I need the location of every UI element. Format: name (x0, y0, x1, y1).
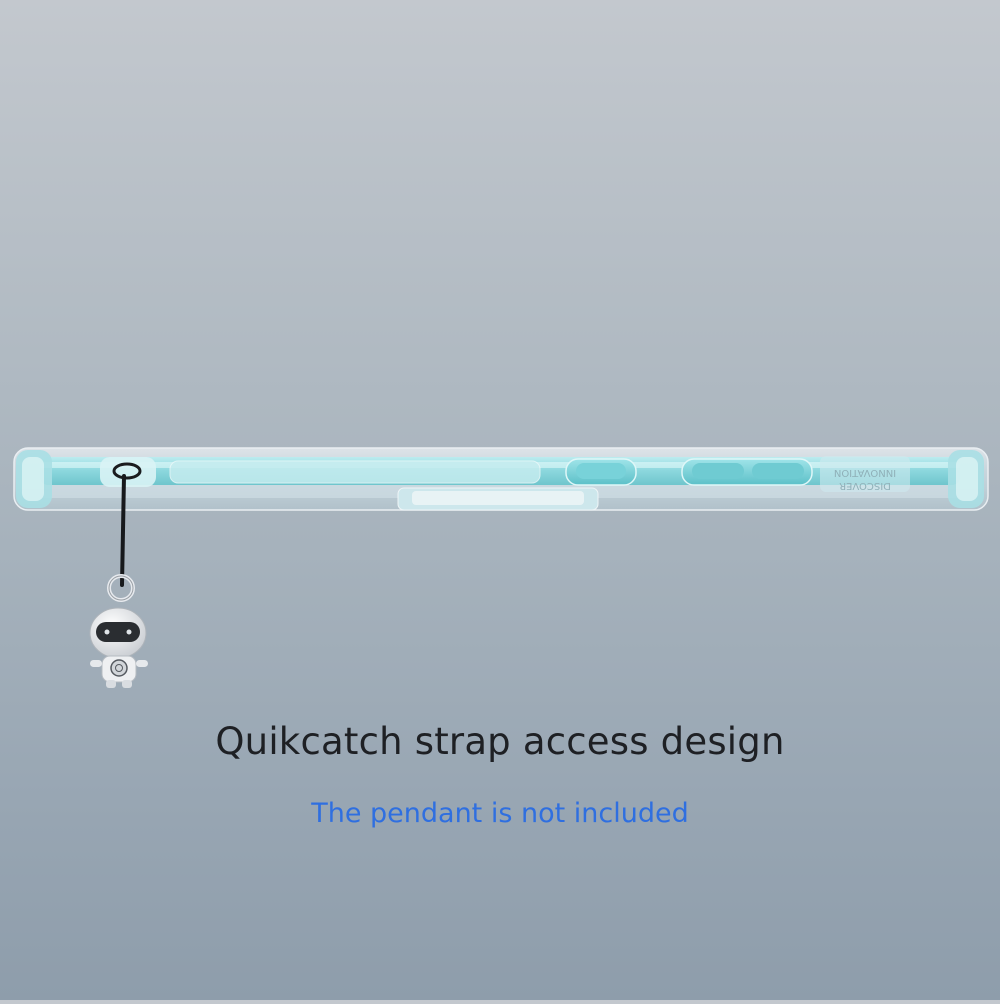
astronaut-pendant-icon (89, 574, 148, 688)
pendant-disclaimer: The pendant is not included (311, 798, 689, 829)
case-embossed-text-1: INNOVATION (834, 467, 896, 478)
phone-case: INNOVATION DISCOVER (13, 447, 989, 511)
feature-headline: Quikcatch strap access design (215, 720, 785, 763)
lanyard-strap (112, 462, 142, 587)
case-embossed-text-0: DISCOVER (839, 480, 891, 491)
